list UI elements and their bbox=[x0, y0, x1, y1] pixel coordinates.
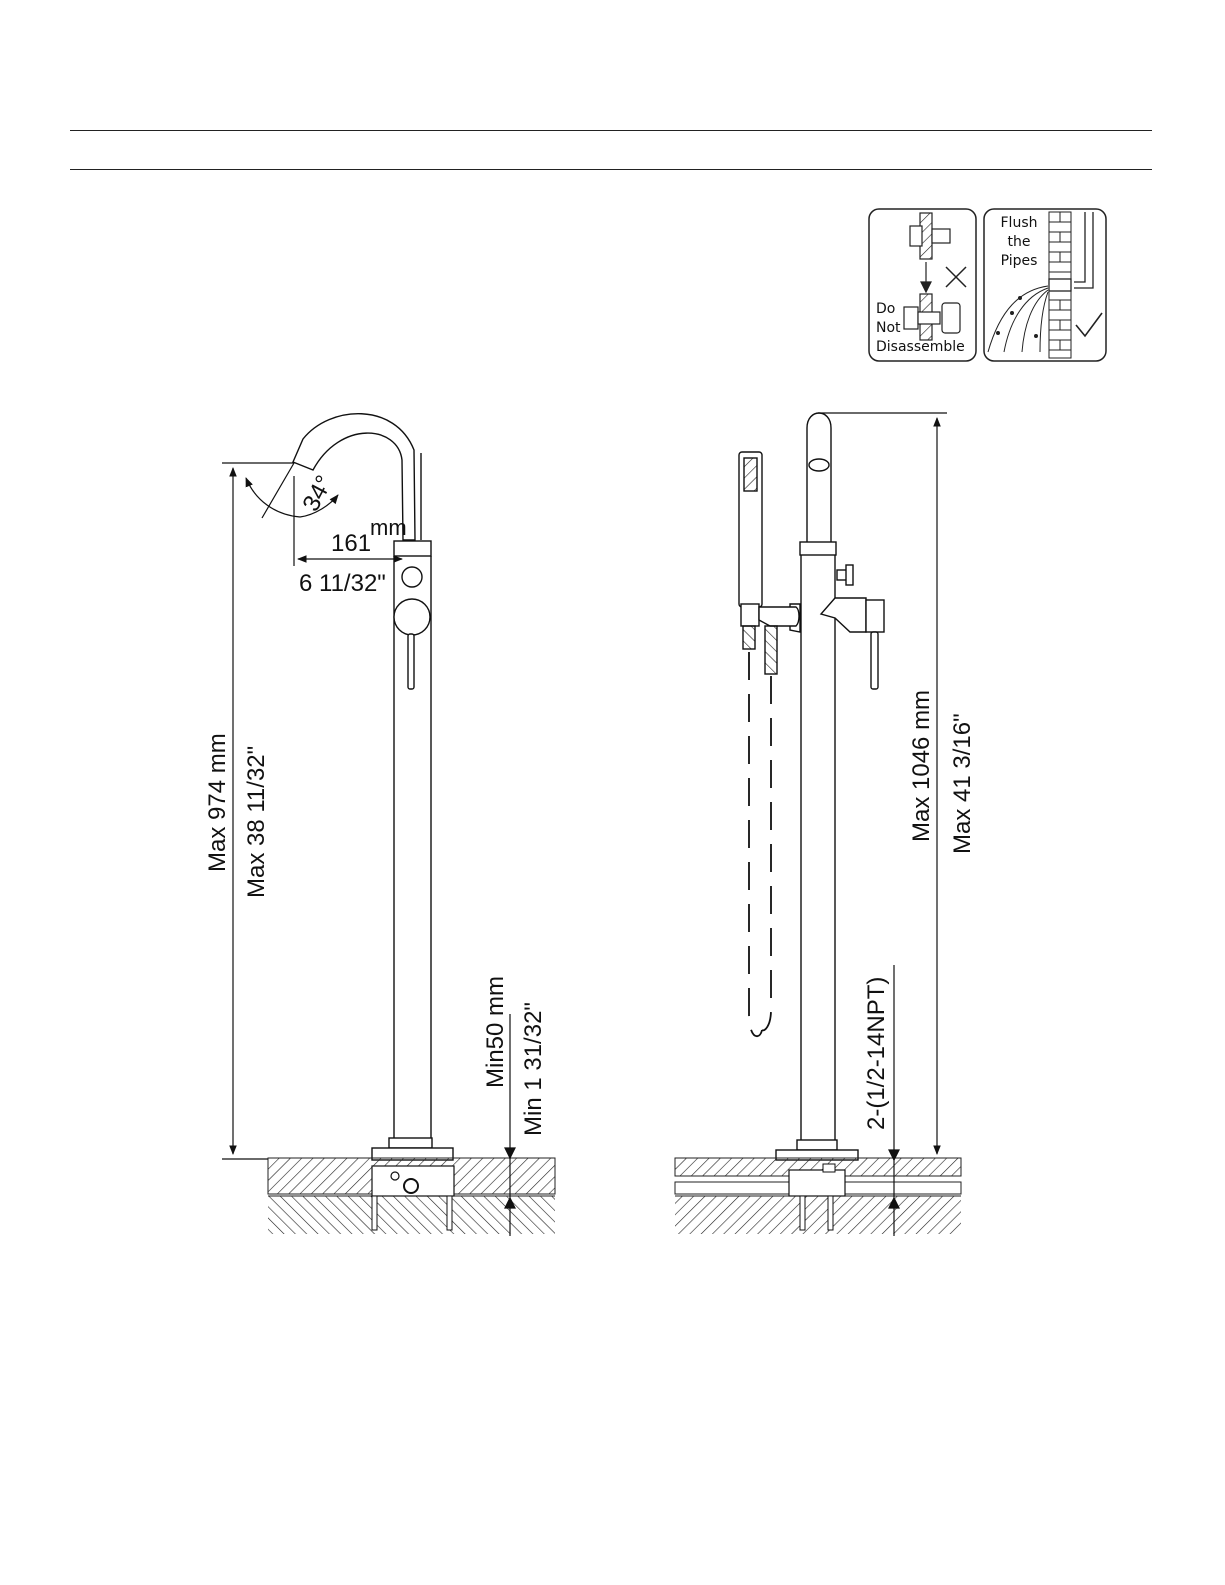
do-label: Do bbox=[876, 301, 895, 317]
pipe-fitting-icon bbox=[904, 213, 960, 340]
front-height-mm-label: Max 1046 mm bbox=[908, 690, 935, 842]
disassemble-label: Disassemble bbox=[876, 339, 965, 355]
cross-mark-icon bbox=[946, 267, 966, 287]
reach-in-label: 6 11/32" bbox=[299, 570, 386, 597]
the-label: the bbox=[1008, 234, 1031, 250]
water-spray-icon bbox=[988, 286, 1048, 352]
thread-spec-label: 2-(1/2-14NPT) bbox=[863, 977, 890, 1130]
flush-pipes-notice: Flush the Pipes bbox=[984, 209, 1106, 361]
side-view-floor bbox=[268, 1158, 555, 1234]
not-label: Not bbox=[876, 320, 901, 336]
front-view-floor bbox=[675, 1158, 961, 1234]
min-depth-in-label: Min 1 31/32" bbox=[520, 1002, 547, 1136]
side-height-in-label: Max 38 11/32" bbox=[243, 746, 270, 898]
do-not-disassemble-notice: Do Not Disassemble bbox=[869, 209, 976, 361]
shower-hose bbox=[749, 652, 771, 1036]
check-mark-icon bbox=[1076, 313, 1102, 336]
front-height-in-label: Max 41 3/16" bbox=[949, 713, 976, 854]
min-depth-mm-label: Min50 mm bbox=[482, 976, 509, 1088]
flush-label: Flush bbox=[1001, 215, 1038, 231]
angle-label: 34° bbox=[297, 471, 338, 516]
pipes-label: Pipes bbox=[1001, 253, 1038, 269]
side-height-mm-label: Max 974 mm bbox=[204, 733, 231, 872]
reach-mm-unit: mm bbox=[370, 515, 407, 540]
reach-mm-value: 161 bbox=[331, 530, 371, 557]
